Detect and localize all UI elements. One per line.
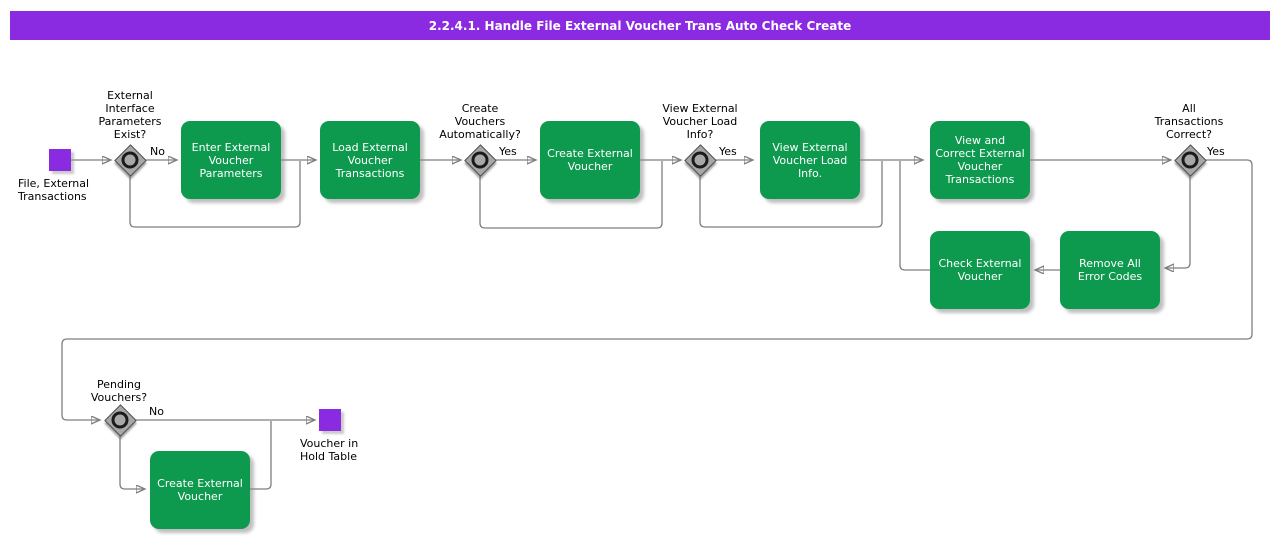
decision-ring-icon xyxy=(121,151,139,169)
task-create-external-voucher[interactable]: Create External Voucher xyxy=(540,121,640,199)
decision-ring-icon xyxy=(691,151,709,169)
decision-external-interface-parameters-exist[interactable] xyxy=(114,144,147,177)
edge-d1-bypass xyxy=(129,161,301,228)
decision-all-transactions-correct[interactable] xyxy=(1174,144,1207,177)
title-bar: 2.2.4.1. Handle File External Voucher Tr… xyxy=(10,11,1270,40)
edge-task8-merge xyxy=(250,421,272,490)
edge-d4-yes-big-loop-to-d5 xyxy=(61,159,1253,420)
edge-label-yes: Yes xyxy=(499,145,517,158)
edge-task6-loop-to-task5 xyxy=(899,161,930,271)
decision-pending-vouchers[interactable] xyxy=(104,404,137,437)
task-check-external-voucher[interactable]: Check External Voucher xyxy=(930,231,1030,309)
edge-label-no: No xyxy=(150,145,165,158)
end-node[interactable] xyxy=(319,409,341,431)
decision-ring-icon xyxy=(1181,151,1199,169)
page-title: 2.2.4.1. Handle File External Voucher Tr… xyxy=(428,18,852,33)
decision-label: View External Voucher Load Info? xyxy=(662,102,738,141)
task-remove-all-error-codes[interactable]: Remove All Error Codes xyxy=(1060,231,1160,309)
edge-d3-bypass xyxy=(699,161,883,228)
edge-label-yes: Yes xyxy=(719,145,737,158)
start-node[interactable] xyxy=(49,149,71,171)
decision-ring-icon xyxy=(471,151,489,169)
task-load-external-voucher-transactions[interactable]: Load External Voucher Transactions xyxy=(320,121,420,199)
task-view-and-correct-external-voucher-transactions[interactable]: View and Correct External Voucher Transa… xyxy=(930,121,1030,199)
task-create-external-voucher-2[interactable]: Create External Voucher xyxy=(150,451,250,529)
edge-d2-bypass xyxy=(479,161,663,229)
edge-label-no: No xyxy=(149,405,164,418)
decision-view-external-voucher-load-info[interactable] xyxy=(684,144,717,177)
decision-label: All Transactions Correct? xyxy=(1154,102,1224,141)
decision-create-vouchers-automatically[interactable] xyxy=(464,144,497,177)
decision-label: External Interface Parameters Exist? xyxy=(98,89,162,141)
decision-ring-icon xyxy=(111,411,129,429)
decision-label: Pending Vouchers? xyxy=(90,378,148,404)
start-node-label: File, External Transactions xyxy=(18,177,90,203)
edge-label-yes: Yes xyxy=(1207,145,1225,158)
end-node-label: Voucher in Hold Table xyxy=(300,437,359,463)
task-view-external-voucher-load-info[interactable]: View External Voucher Load Info. xyxy=(760,121,860,199)
edge-d5-down-to-task8 xyxy=(119,435,145,489)
task-enter-external-voucher-parameters[interactable]: Enter External Voucher Parameters xyxy=(181,121,281,199)
decision-label: Create Vouchers Automatically? xyxy=(439,102,521,141)
edge-d4-no-to-task7 xyxy=(1165,175,1191,268)
